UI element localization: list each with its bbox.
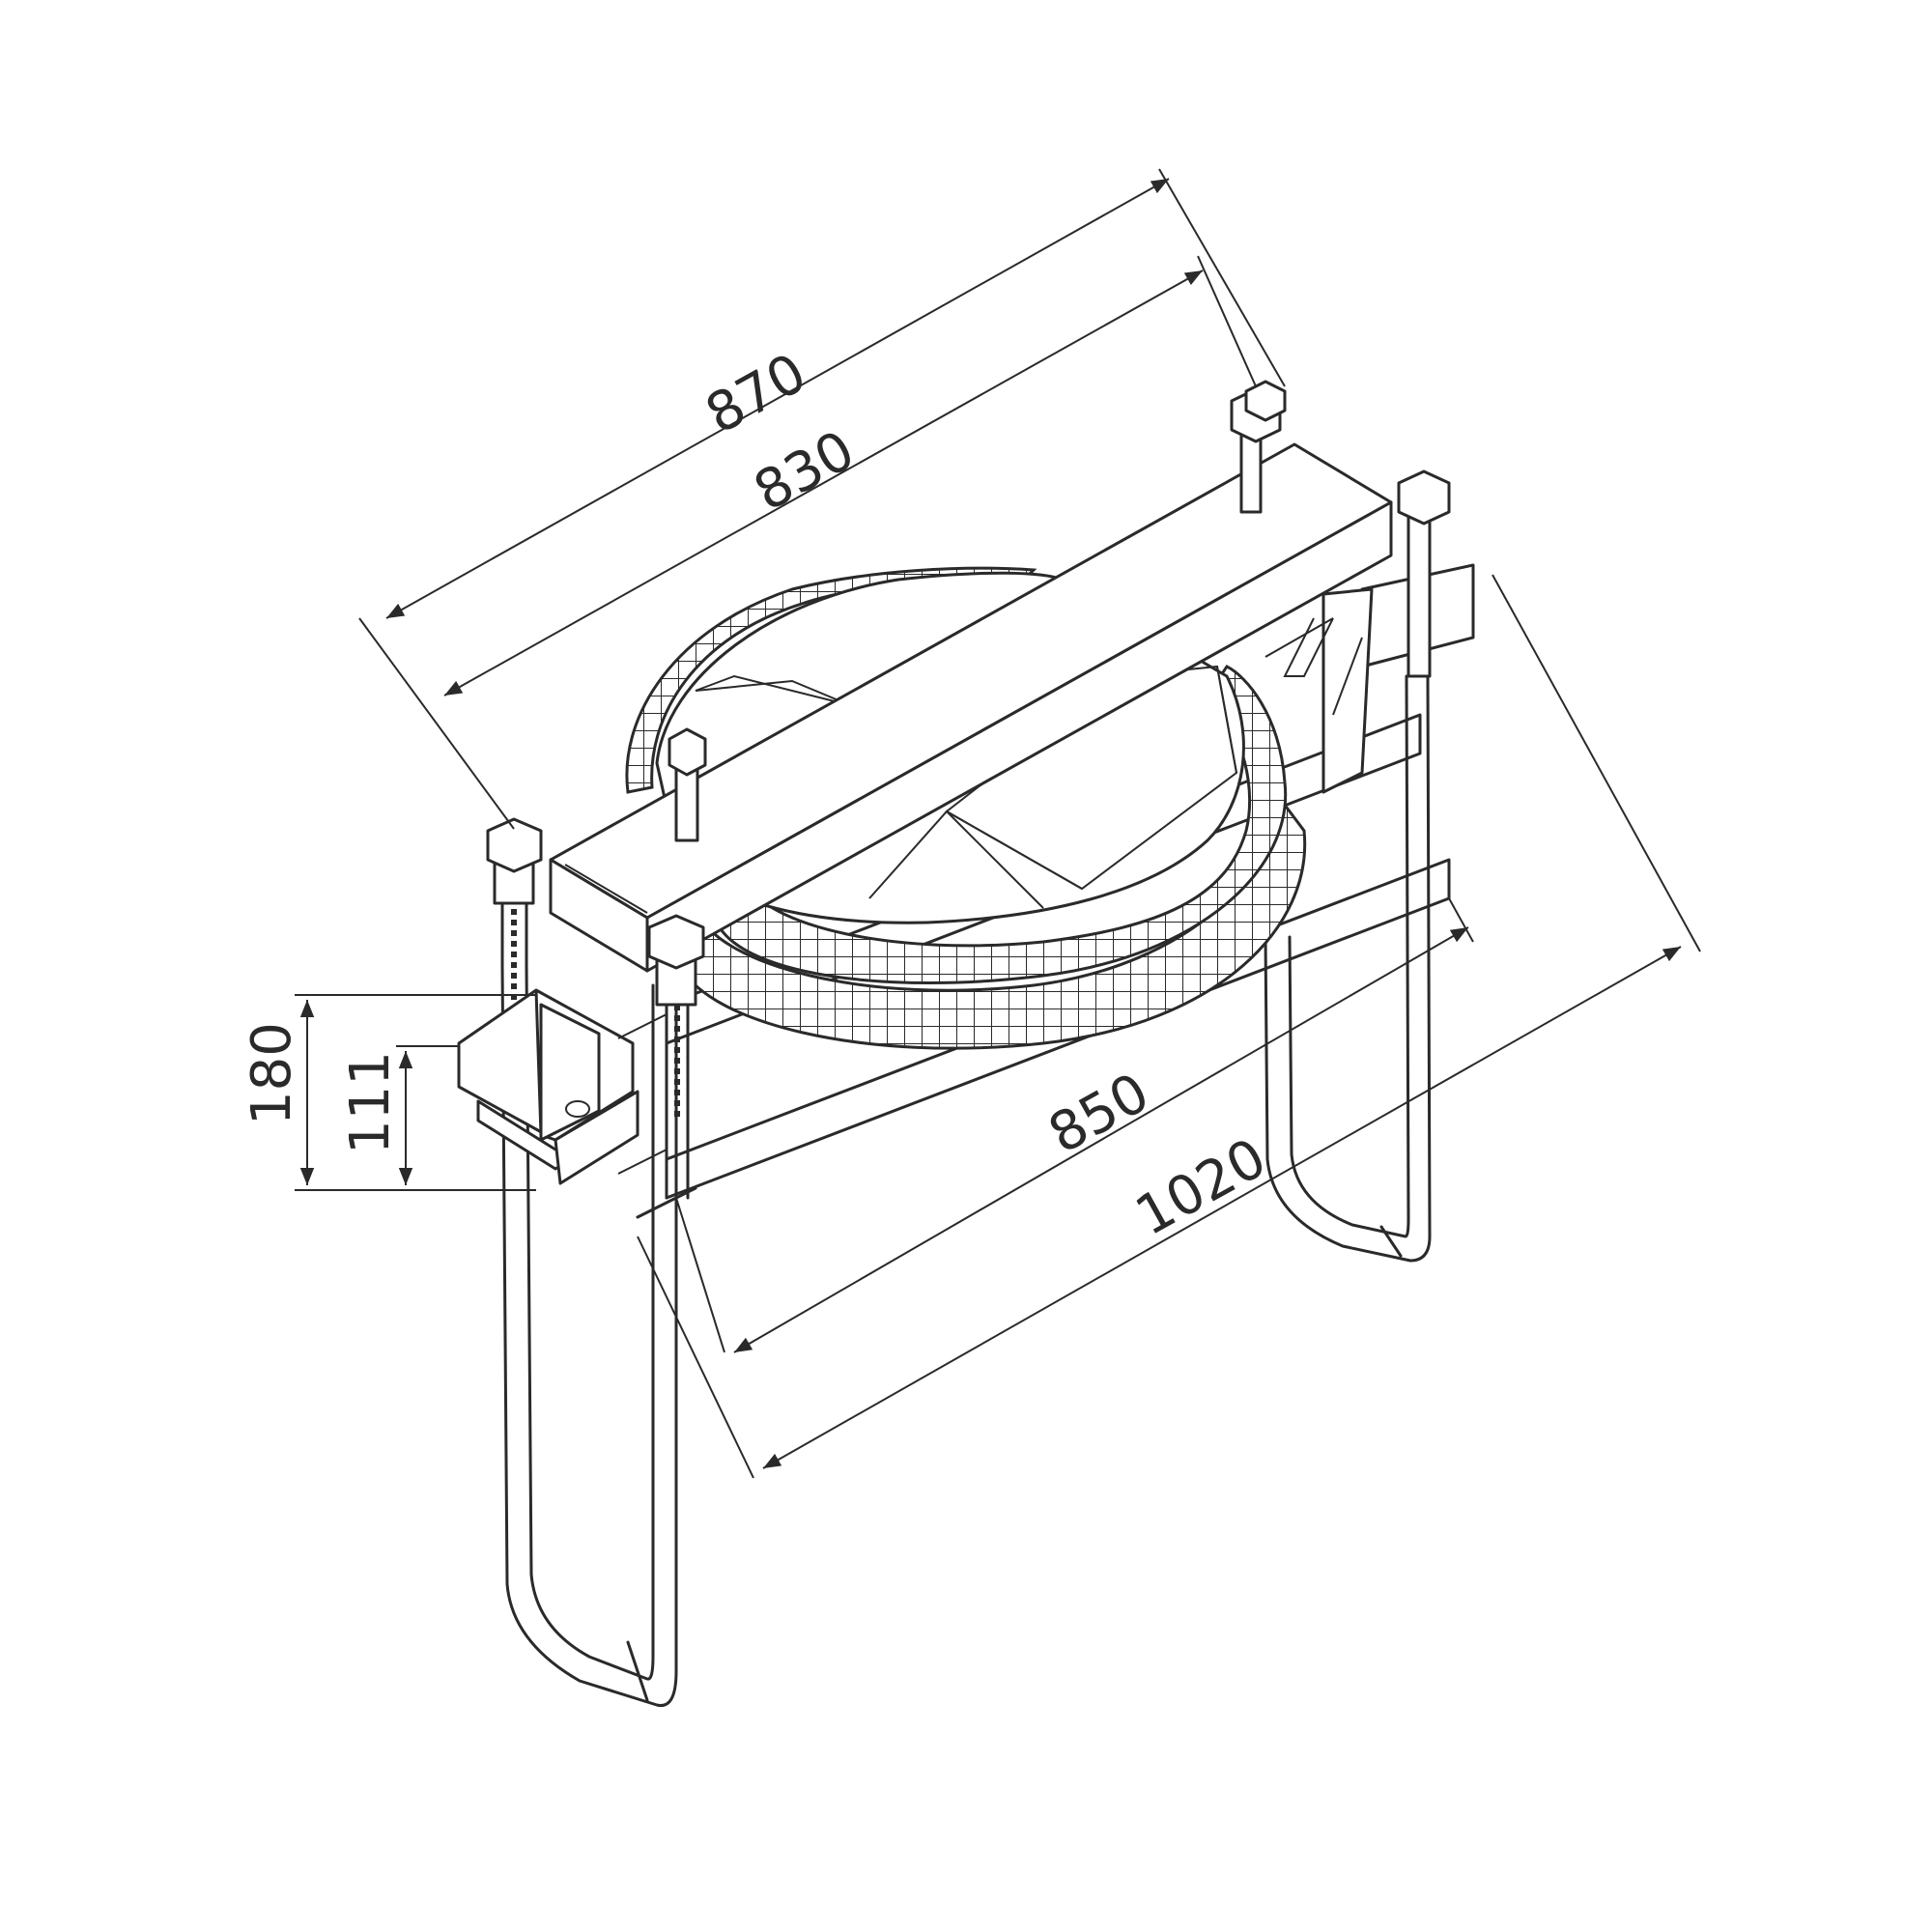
dim-111-label: 111	[339, 1051, 402, 1154]
stud-rear-left	[668, 727, 707, 842]
stud-front-right	[647, 914, 705, 1200]
dim-180-label: 180	[241, 1022, 303, 1125]
stud-rear-right	[1230, 380, 1287, 514]
dim-870-label: 870	[696, 342, 816, 447]
dim-850-label: 850	[1038, 1062, 1159, 1167]
dimension-lines	[295, 168, 1701, 1479]
dim-830-label: 830	[744, 419, 865, 525]
channel-bracket	[457, 988, 668, 1185]
stud-right-post	[1397, 469, 1451, 678]
dim-1020-label: 1020	[1125, 1126, 1276, 1248]
stud-front-left	[486, 817, 543, 1005]
u-bolt-left	[500, 964, 678, 1708]
stud-left-post	[500, 901, 528, 968]
